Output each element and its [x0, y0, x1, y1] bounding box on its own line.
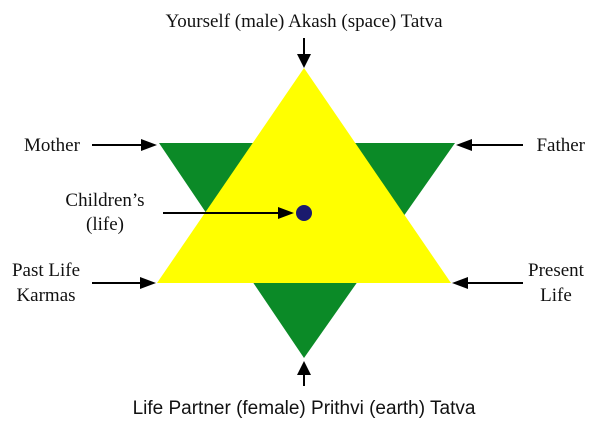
- bottom-label: Life Partner (female) Prithvi (earth) Ta…: [133, 398, 476, 419]
- present-life-label-line2: Life: [540, 285, 572, 306]
- mother-arrow: [92, 139, 157, 151]
- father-arrow: [456, 139, 523, 151]
- top-label: Yourself (male) Akash (space) Tatva: [165, 11, 443, 32]
- children-arrow: [163, 207, 294, 219]
- mother-label: Mother: [24, 135, 81, 156]
- past-life-arrow: [92, 277, 156, 289]
- children-label-line1: Children’s: [65, 190, 144, 211]
- center-dot: [296, 205, 312, 221]
- present-life-label-line1: Present: [528, 260, 585, 281]
- father-label: Father: [536, 135, 585, 156]
- present-life-arrow: [452, 277, 523, 289]
- past-life-label-line1: Past Life: [12, 260, 80, 281]
- upward-triangle: [157, 68, 451, 283]
- top-arrow: [297, 38, 311, 68]
- children-label-line2: (life): [86, 214, 124, 235]
- bottom-arrow: [297, 361, 311, 386]
- past-life-label-line2: Karmas: [16, 285, 75, 306]
